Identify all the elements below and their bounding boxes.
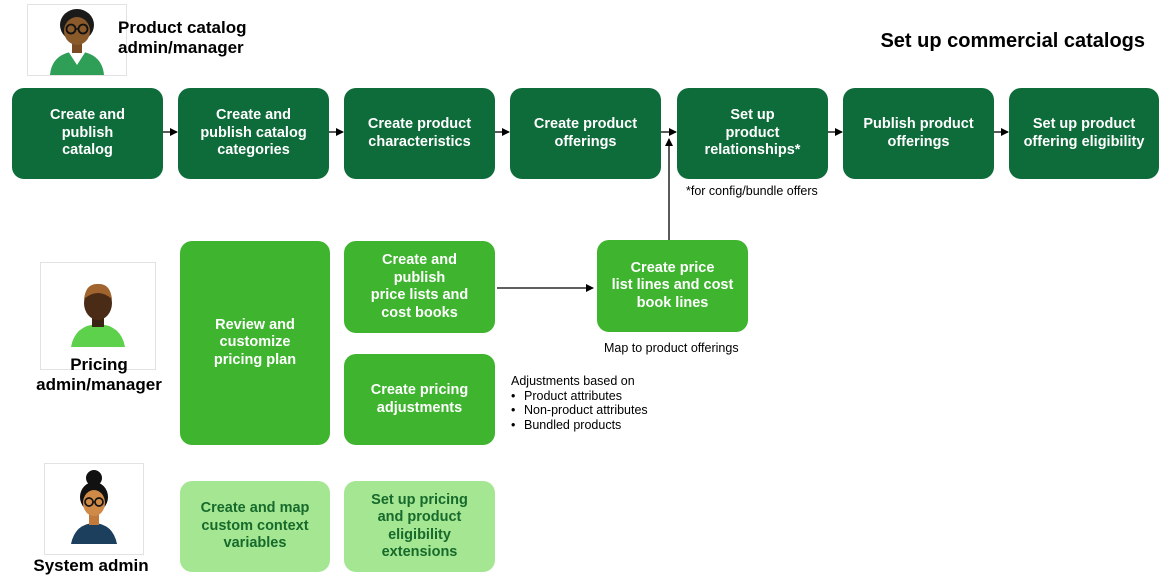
adjustments-bullet: Non-product attributes [511, 403, 648, 418]
adjustments-note: Adjustments based on Product attributes … [511, 374, 648, 432]
step-set-up-eligibility-extensions[interactable]: Set up pricing and product eligibility e… [344, 481, 495, 572]
step-create-price-lists[interactable]: Create and publish price lists and cost … [344, 241, 495, 333]
step-create-pricing-adjustments[interactable]: Create pricing adjustments [344, 354, 495, 445]
adjustments-bullet: Bundled products [511, 418, 648, 433]
catalog-admin-label: Product catalog admin/manager [118, 18, 247, 57]
step-create-publish-catalog[interactable]: Create and publish catalog [12, 88, 163, 179]
system-admin-label: System admin [33, 556, 149, 575]
pricing-admin-label: Pricing admin/manager [36, 355, 162, 394]
map-to-offerings-note: Map to product offerings [604, 341, 739, 355]
step-set-up-offering-eligibility[interactable]: Set up product offering eligibility [1009, 88, 1159, 179]
catalog-admin-avatar [27, 4, 127, 76]
relationships-footnote: *for config/bundle offers [686, 184, 818, 198]
step-create-price-list-lines[interactable]: Create price list lines and cost book li… [597, 240, 748, 332]
adjustments-note-title: Adjustments based on [511, 374, 635, 388]
step-create-publish-catalog-categories[interactable]: Create and publish catalog categories [178, 88, 329, 179]
pricing-admin-avatar [40, 262, 156, 370]
step-publish-product-offerings[interactable]: Publish product offerings [843, 88, 994, 179]
adjustments-bullet-list: Product attributes Non-product attribute… [511, 389, 648, 433]
system-admin-avatar [44, 463, 144, 555]
step-create-product-characteristics[interactable]: Create product characteristics [344, 88, 495, 179]
step-review-pricing-plan[interactable]: Review and customize pricing plan [180, 241, 330, 445]
system-admin-person-icon [71, 470, 117, 544]
pricing-admin-person-icon [71, 283, 125, 347]
adjustments-bullet: Product attributes [511, 389, 648, 404]
step-create-product-offerings[interactable]: Create product offerings [510, 88, 661, 179]
step-set-up-product-relationships[interactable]: Set up product relationships* [677, 88, 828, 179]
step-create-map-context-variables[interactable]: Create and map custom context variables [180, 481, 330, 572]
page-title: Set up commercial catalogs [880, 30, 1145, 52]
catalog-admin-person-icon [50, 9, 104, 75]
